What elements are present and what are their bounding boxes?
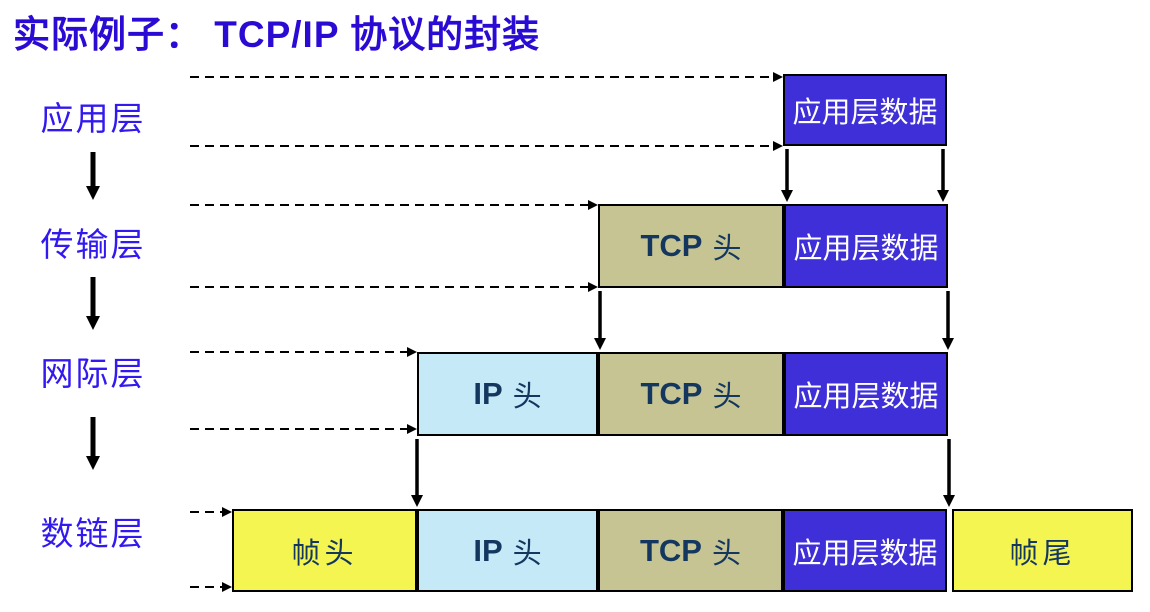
box-app-data-row3: 应用层数据 (784, 352, 948, 436)
box-label: 应用层数据 (793, 381, 939, 413)
box-label: 应用层数据 (792, 537, 938, 570)
box-label: 帧头 (291, 537, 358, 570)
box-app-data-row4: 应用层数据 (783, 509, 947, 592)
layer-label-internet: 网际层 (40, 355, 146, 392)
box-frame-trailer-row4: 帧尾 (952, 509, 1133, 592)
layer-label-datalink: 数链层 (40, 515, 146, 552)
box-ip-header-row4: IP 头 (417, 509, 598, 592)
box-label: 帧尾 (1009, 537, 1076, 570)
box-tcp-header-row4: TCP 头 (598, 509, 783, 592)
box-ip-header-row3: IP 头 (417, 352, 598, 436)
box-label: 应用层数据 (793, 233, 939, 265)
box-label-latin: TCP (640, 376, 703, 411)
layer-label-transport: 传输层 (40, 226, 146, 263)
box-label-cjk: 头 (712, 381, 742, 413)
box-app-data-row2: 应用层数据 (784, 204, 948, 288)
box-tcp-header-row2: TCP 头 (598, 204, 784, 288)
box-label-latin: TCP (639, 532, 702, 568)
box-label-cjk: 头 (711, 537, 741, 570)
box-frame-header-row4: 帧头 (232, 509, 417, 592)
box-label-latin: IP (473, 532, 503, 568)
box-label-cjk: 头 (512, 381, 542, 413)
box-app-data-row1: 应用层数据 (783, 74, 947, 146)
box-tcp-header-row3: TCP 头 (598, 352, 784, 436)
box-label-cjk: 头 (712, 233, 742, 265)
box-label-latin: TCP (640, 228, 703, 263)
box-label-cjk: 头 (512, 537, 542, 570)
box-label-latin: IP (473, 376, 503, 411)
page-title: 实际例子： TCP/IP 协议的封装 (13, 14, 541, 55)
box-label: 应用层数据 (792, 97, 938, 129)
layer-label-application: 应用层 (40, 100, 146, 137)
